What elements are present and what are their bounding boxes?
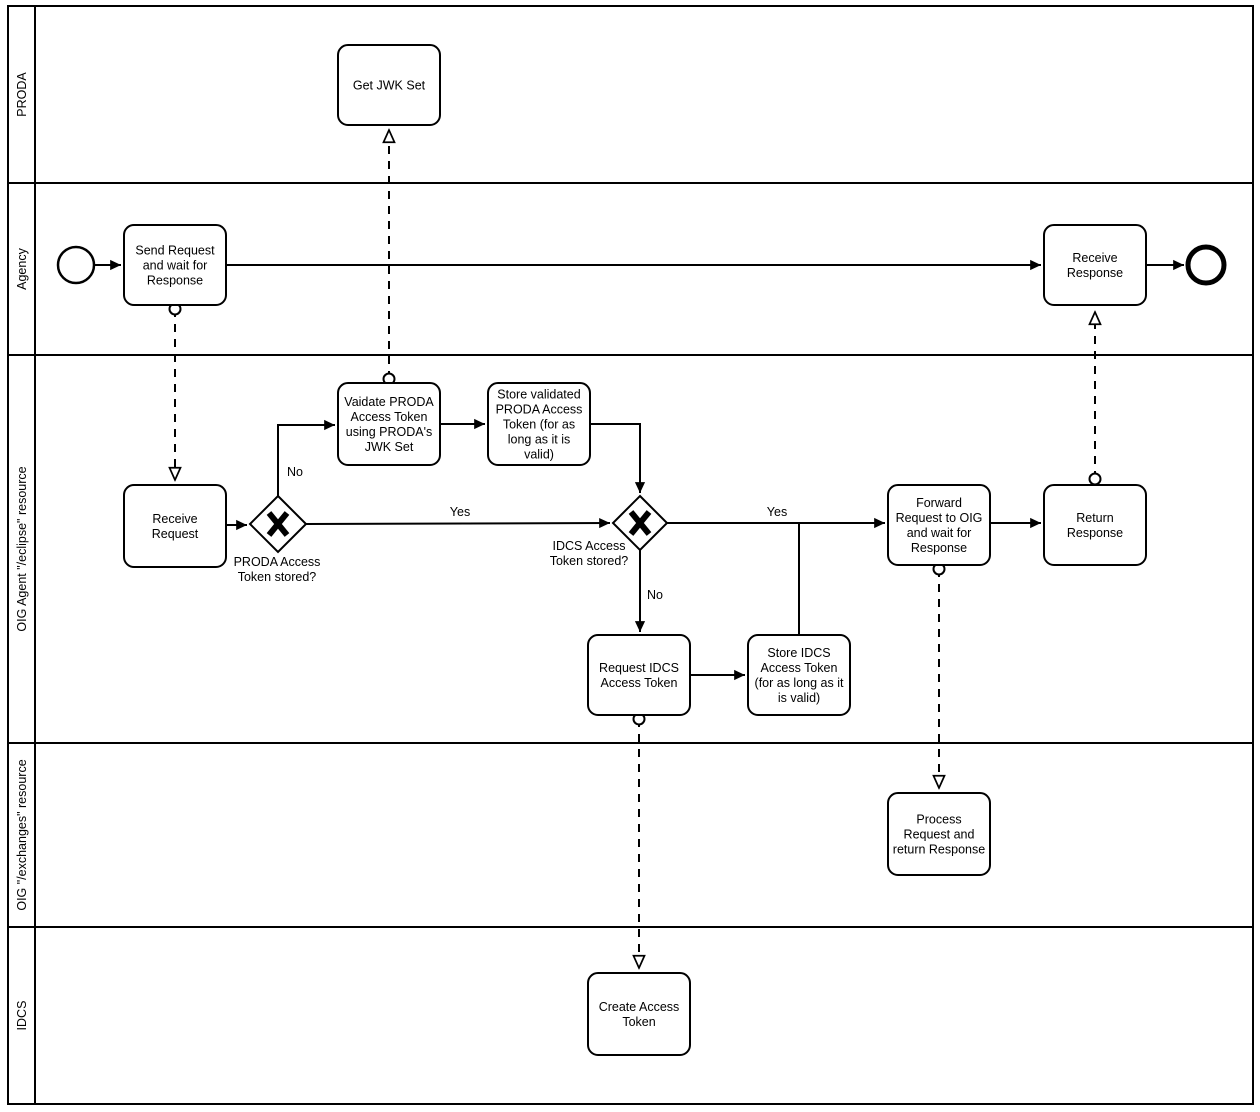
task-label: is valid): [778, 691, 820, 705]
task-label: Send Request: [135, 244, 215, 258]
task-label: Return: [1076, 511, 1114, 525]
task-label: using PRODA's: [346, 425, 432, 439]
task-label: Access Token: [761, 661, 838, 675]
flow-label-gateway2-yes-to-forward: Yes: [767, 505, 787, 519]
task-label: Access Token: [351, 410, 428, 424]
task-label: and wait for: [143, 259, 208, 273]
task-label: PRODA Access: [496, 403, 583, 417]
task-shape: [587, 972, 691, 1056]
gateway-x-icon: [266, 511, 290, 537]
task-shape: [1043, 484, 1147, 566]
message-source-dot: [1088, 472, 1102, 486]
task-shape: [887, 484, 991, 566]
task-label: Request IDCS: [599, 661, 679, 675]
end-event: [1185, 244, 1227, 286]
task-label: Receive: [1072, 251, 1117, 265]
task-label: Response: [1067, 266, 1123, 280]
task-label: Request and: [904, 828, 975, 842]
gateway-label: Token stored?: [550, 554, 629, 568]
task-shape: [887, 792, 991, 876]
task-label: (for as long as it: [755, 676, 844, 690]
gateway-label: PRODA Access: [234, 555, 321, 569]
task-shape: [123, 224, 227, 306]
task-shape: [337, 44, 441, 126]
flow-gateway-no-to-validate: [277, 419, 335, 496]
flow-label-gateway2-no-to-request-idcs: No: [647, 588, 663, 602]
task-label: valid): [524, 448, 554, 462]
task-shape: [337, 382, 441, 466]
task-label: and wait for: [907, 526, 972, 540]
task-label: Get JWK Set: [353, 79, 426, 93]
task-label: Request: [152, 527, 199, 541]
lane-label-agency: Agency: [15, 247, 29, 289]
task-label: Store validated: [497, 388, 580, 402]
task-label: Response: [1067, 526, 1123, 540]
task-get-jwk-set: Get JWK Set: [337, 44, 441, 126]
flow-gateway-yes-to-gateway2: [305, 517, 611, 529]
lane-label-oig-agent-eclipse: OIG Agent "/eclipse" resource: [15, 466, 29, 631]
flow-label-gateway-no-to-validate: No: [287, 465, 303, 479]
start-event: [56, 245, 96, 285]
gateway-x-icon: [628, 510, 652, 536]
task-label: return Response: [893, 843, 985, 857]
task-label: long as it is: [508, 433, 571, 447]
task-label: Access Token: [601, 676, 678, 690]
task-shape: [1043, 224, 1147, 306]
task-label: Response: [147, 274, 203, 288]
lane-label-idcs: IDCS: [15, 1001, 29, 1031]
task-label: Forward: [916, 496, 962, 510]
gateway-label: Token stored?: [238, 570, 317, 584]
lane-label-oig-exchanges: OIG "/exchanges" resource: [15, 759, 29, 910]
gateway-label: IDCS Access: [553, 539, 626, 553]
task-label: Token: [622, 1015, 655, 1029]
task-label: Request to OIG: [896, 511, 983, 525]
lane-label-proda: PRODA: [15, 72, 29, 117]
flow-store-validated-to-gateway2: [590, 423, 646, 493]
task-label: JWK Set: [365, 440, 414, 454]
task-label: Token (for as: [503, 418, 575, 432]
task-label: Receive: [152, 512, 197, 526]
task-label: Vaidate PRODA: [344, 395, 434, 409]
task-shape: [747, 634, 851, 716]
task-label: Process: [916, 813, 961, 827]
task-label: Create Access: [599, 1000, 680, 1014]
flow-label-gateway-yes-to-gateway2: Yes: [450, 505, 470, 519]
task-shape: [587, 634, 691, 716]
task-shape: [123, 484, 227, 568]
task-label: Store IDCS: [767, 646, 830, 660]
task-label: Response: [911, 541, 967, 555]
task-shape: [487, 382, 591, 466]
